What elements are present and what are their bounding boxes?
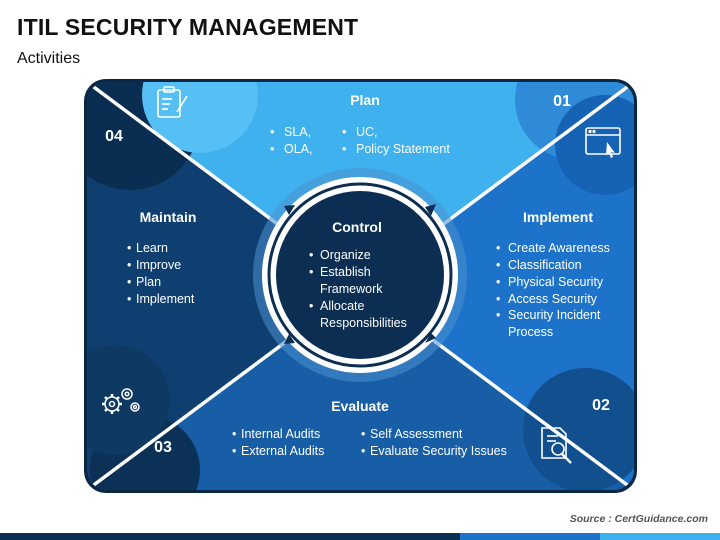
evaluate-bullet: • — [361, 444, 365, 458]
control-item: Organize — [320, 248, 371, 262]
corner-circle-implement-icon — [555, 95, 634, 195]
implement-bullet: • — [496, 292, 500, 306]
maintain-number-03: 03 — [154, 439, 172, 456]
plan-heading: Plan — [350, 92, 380, 108]
cycle-arrow-icon — [284, 205, 295, 215]
implement-item: Access Security — [508, 292, 598, 306]
control-item: Establish — [320, 265, 371, 279]
implement-bullet: • — [496, 241, 500, 255]
evaluate-item: External Audits — [241, 444, 324, 458]
maintain-item: Improve — [136, 258, 181, 272]
evaluate-item: Self Assessment — [370, 427, 463, 441]
footer-bar-light — [600, 533, 720, 540]
footer-bar-mid — [460, 533, 600, 540]
maintain-bullet: • — [127, 241, 131, 255]
source-credit: Source : CertGuidance.com — [569, 513, 708, 525]
implement-item: Process — [508, 325, 553, 339]
maintain-bullet: • — [127, 292, 131, 306]
cycle-arrow-icon — [425, 333, 436, 343]
control-item: Responsibilities — [320, 316, 407, 330]
footer-bar-dark — [0, 533, 460, 540]
maintain-item: Learn — [136, 241, 168, 255]
evaluate-item: Evaluate Security Issues — [370, 444, 507, 458]
evaluate-quadrant — [87, 286, 634, 490]
page-subtitle: Activities — [17, 50, 81, 67]
plan-number: 01 — [553, 93, 571, 110]
plan-item: UC, — [356, 125, 378, 139]
plan-bullet: • — [342, 142, 346, 156]
plan-bullet: • — [270, 125, 274, 139]
control-bullet: • — [309, 248, 313, 262]
cycle-arrow-icon — [284, 334, 295, 344]
cycle-arrow-icon — [425, 204, 436, 216]
maintain-bullet: • — [127, 258, 131, 272]
control-bullet: • — [309, 299, 313, 313]
plan-item: SLA, — [284, 125, 311, 139]
evaluate-number: 02 — [592, 397, 610, 414]
implement-item: Create Awareness — [508, 241, 610, 255]
control-item: Framework — [320, 282, 383, 296]
plan-bullet: • — [342, 125, 346, 139]
maintain-number: 04 — [105, 128, 123, 145]
implement-item: Security Incident — [508, 308, 601, 322]
control-circle — [276, 191, 444, 359]
plan-item: Policy Statement — [356, 142, 450, 156]
plan-bullet: • — [270, 142, 274, 156]
implement-list: • Create Awareness • Classification • Ph… — [496, 241, 610, 339]
implement-bullet: • — [496, 308, 500, 322]
evaluate-bullet: • — [361, 427, 365, 441]
implement-bullet: • — [496, 258, 500, 272]
corner-circle-maintain-icon — [87, 345, 170, 455]
maintain-bullet: • — [127, 275, 131, 289]
implement-bullet: • — [496, 275, 500, 289]
evaluate-heading: Evaluate — [331, 398, 389, 414]
implement-item: Classification — [508, 258, 582, 272]
maintain-heading: Maintain — [140, 209, 197, 225]
corner-circle-plan-icon — [142, 82, 258, 153]
implement-item: Physical Security — [508, 275, 604, 289]
control-heading: Control — [332, 219, 382, 235]
clipboard-icon — [157, 86, 188, 118]
evaluate-bullet: • — [232, 427, 236, 441]
gears-icon — [102, 388, 140, 414]
document-search-icon — [541, 427, 572, 464]
browser-window-icon — [585, 127, 621, 158]
evaluate-item: Internal Audits — [241, 427, 320, 441]
page-title: ITIL SECURITY MANAGEMENT — [17, 14, 359, 40]
control-cycle-ring — [267, 182, 453, 368]
maintain-item: Implement — [136, 292, 195, 306]
evaluate-bullet: • — [232, 444, 236, 458]
maintain-item: Plan — [136, 275, 161, 289]
plan-item: OLA, — [284, 142, 313, 156]
implement-heading: Implement — [523, 209, 593, 225]
control-item: Allocate — [320, 299, 365, 313]
corner-circle-02 — [523, 368, 634, 490]
control-bullet: • — [309, 265, 313, 279]
